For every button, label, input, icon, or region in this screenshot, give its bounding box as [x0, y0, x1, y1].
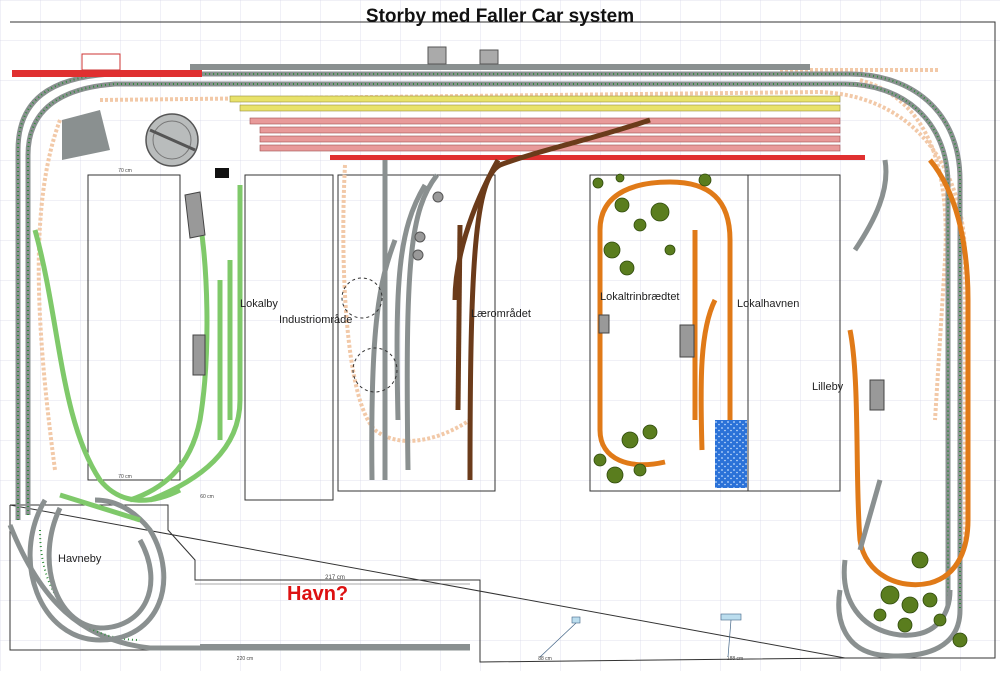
turntable: [62, 110, 199, 167]
crane-radius-2: [352, 347, 398, 393]
crane-radius-1: [341, 277, 383, 319]
dim-bottom-1: 220 cm: [237, 656, 253, 662]
dim-bottom-3: 188 cm: [727, 656, 743, 662]
lokaltrin-loop: [597, 179, 733, 468]
lokaltrin-platform: [598, 314, 610, 334]
cutout-lilleby: [747, 174, 841, 492]
engine-shed: [81, 53, 121, 71]
tank-3: [412, 249, 424, 261]
label-havneby: Havneby: [58, 553, 102, 565]
dim-wide-bottom: 217 cm: [325, 575, 345, 581]
track-ties: [17, 73, 961, 641]
page-title: Storby med Faller Car system: [365, 6, 635, 27]
station-building-left: [427, 46, 447, 65]
bumper-block: [215, 168, 229, 178]
signal-wire-1: [539, 622, 577, 658]
lilleby-station: [869, 379, 885, 411]
trees: [592, 173, 968, 648]
tank-1: [432, 191, 444, 203]
signal-wire-2: [727, 619, 732, 658]
label-lokaltrinbraedtet: Lokaltrinbrædtet: [600, 291, 680, 303]
lokalhavn-building: [679, 324, 695, 358]
lilleby-tracks: [841, 159, 953, 638]
dim-bottom-left: 70 cm: [118, 474, 132, 480]
label-lilleby: Lilleby: [812, 381, 844, 393]
lilleby-loop: [847, 158, 971, 588]
label-industriomraade: Industriområde: [279, 314, 353, 326]
label-lokalby: Lokalby: [240, 298, 278, 310]
signal-box-1: [571, 616, 581, 624]
label-lokalhavnen: Lokalhavnen: [737, 298, 800, 310]
lokalby-building: [184, 191, 206, 239]
laer-tracks: [452, 117, 651, 481]
signal-box-2: [720, 613, 742, 621]
dim-bottom-2: 88 cm: [538, 656, 552, 662]
dim-small: 60 cm: [200, 494, 214, 500]
cutout-industri: [337, 174, 496, 492]
cutout-lokalby: [87, 174, 181, 481]
baseboard-outline-lower: [9, 505, 200, 651]
lokalby-platform: [192, 334, 206, 376]
baseboard-outline: [9, 21, 996, 663]
bottom-straight-track: [200, 644, 470, 649]
annotation-havn: Havn?: [287, 583, 349, 605]
red-headshunt: [12, 70, 202, 77]
dim-top-left: 70 cm: [118, 168, 132, 174]
industri-tracks: [369, 160, 439, 481]
lokalby-branch: [32, 185, 243, 523]
havneby-loop: [27, 497, 167, 643]
station-building-right: [479, 49, 499, 65]
harbour-water: [715, 420, 747, 488]
label-laeromraadet: Lærområdet: [471, 308, 531, 320]
tank-2: [414, 231, 426, 243]
cutout-lokalby-edge: [244, 174, 334, 501]
